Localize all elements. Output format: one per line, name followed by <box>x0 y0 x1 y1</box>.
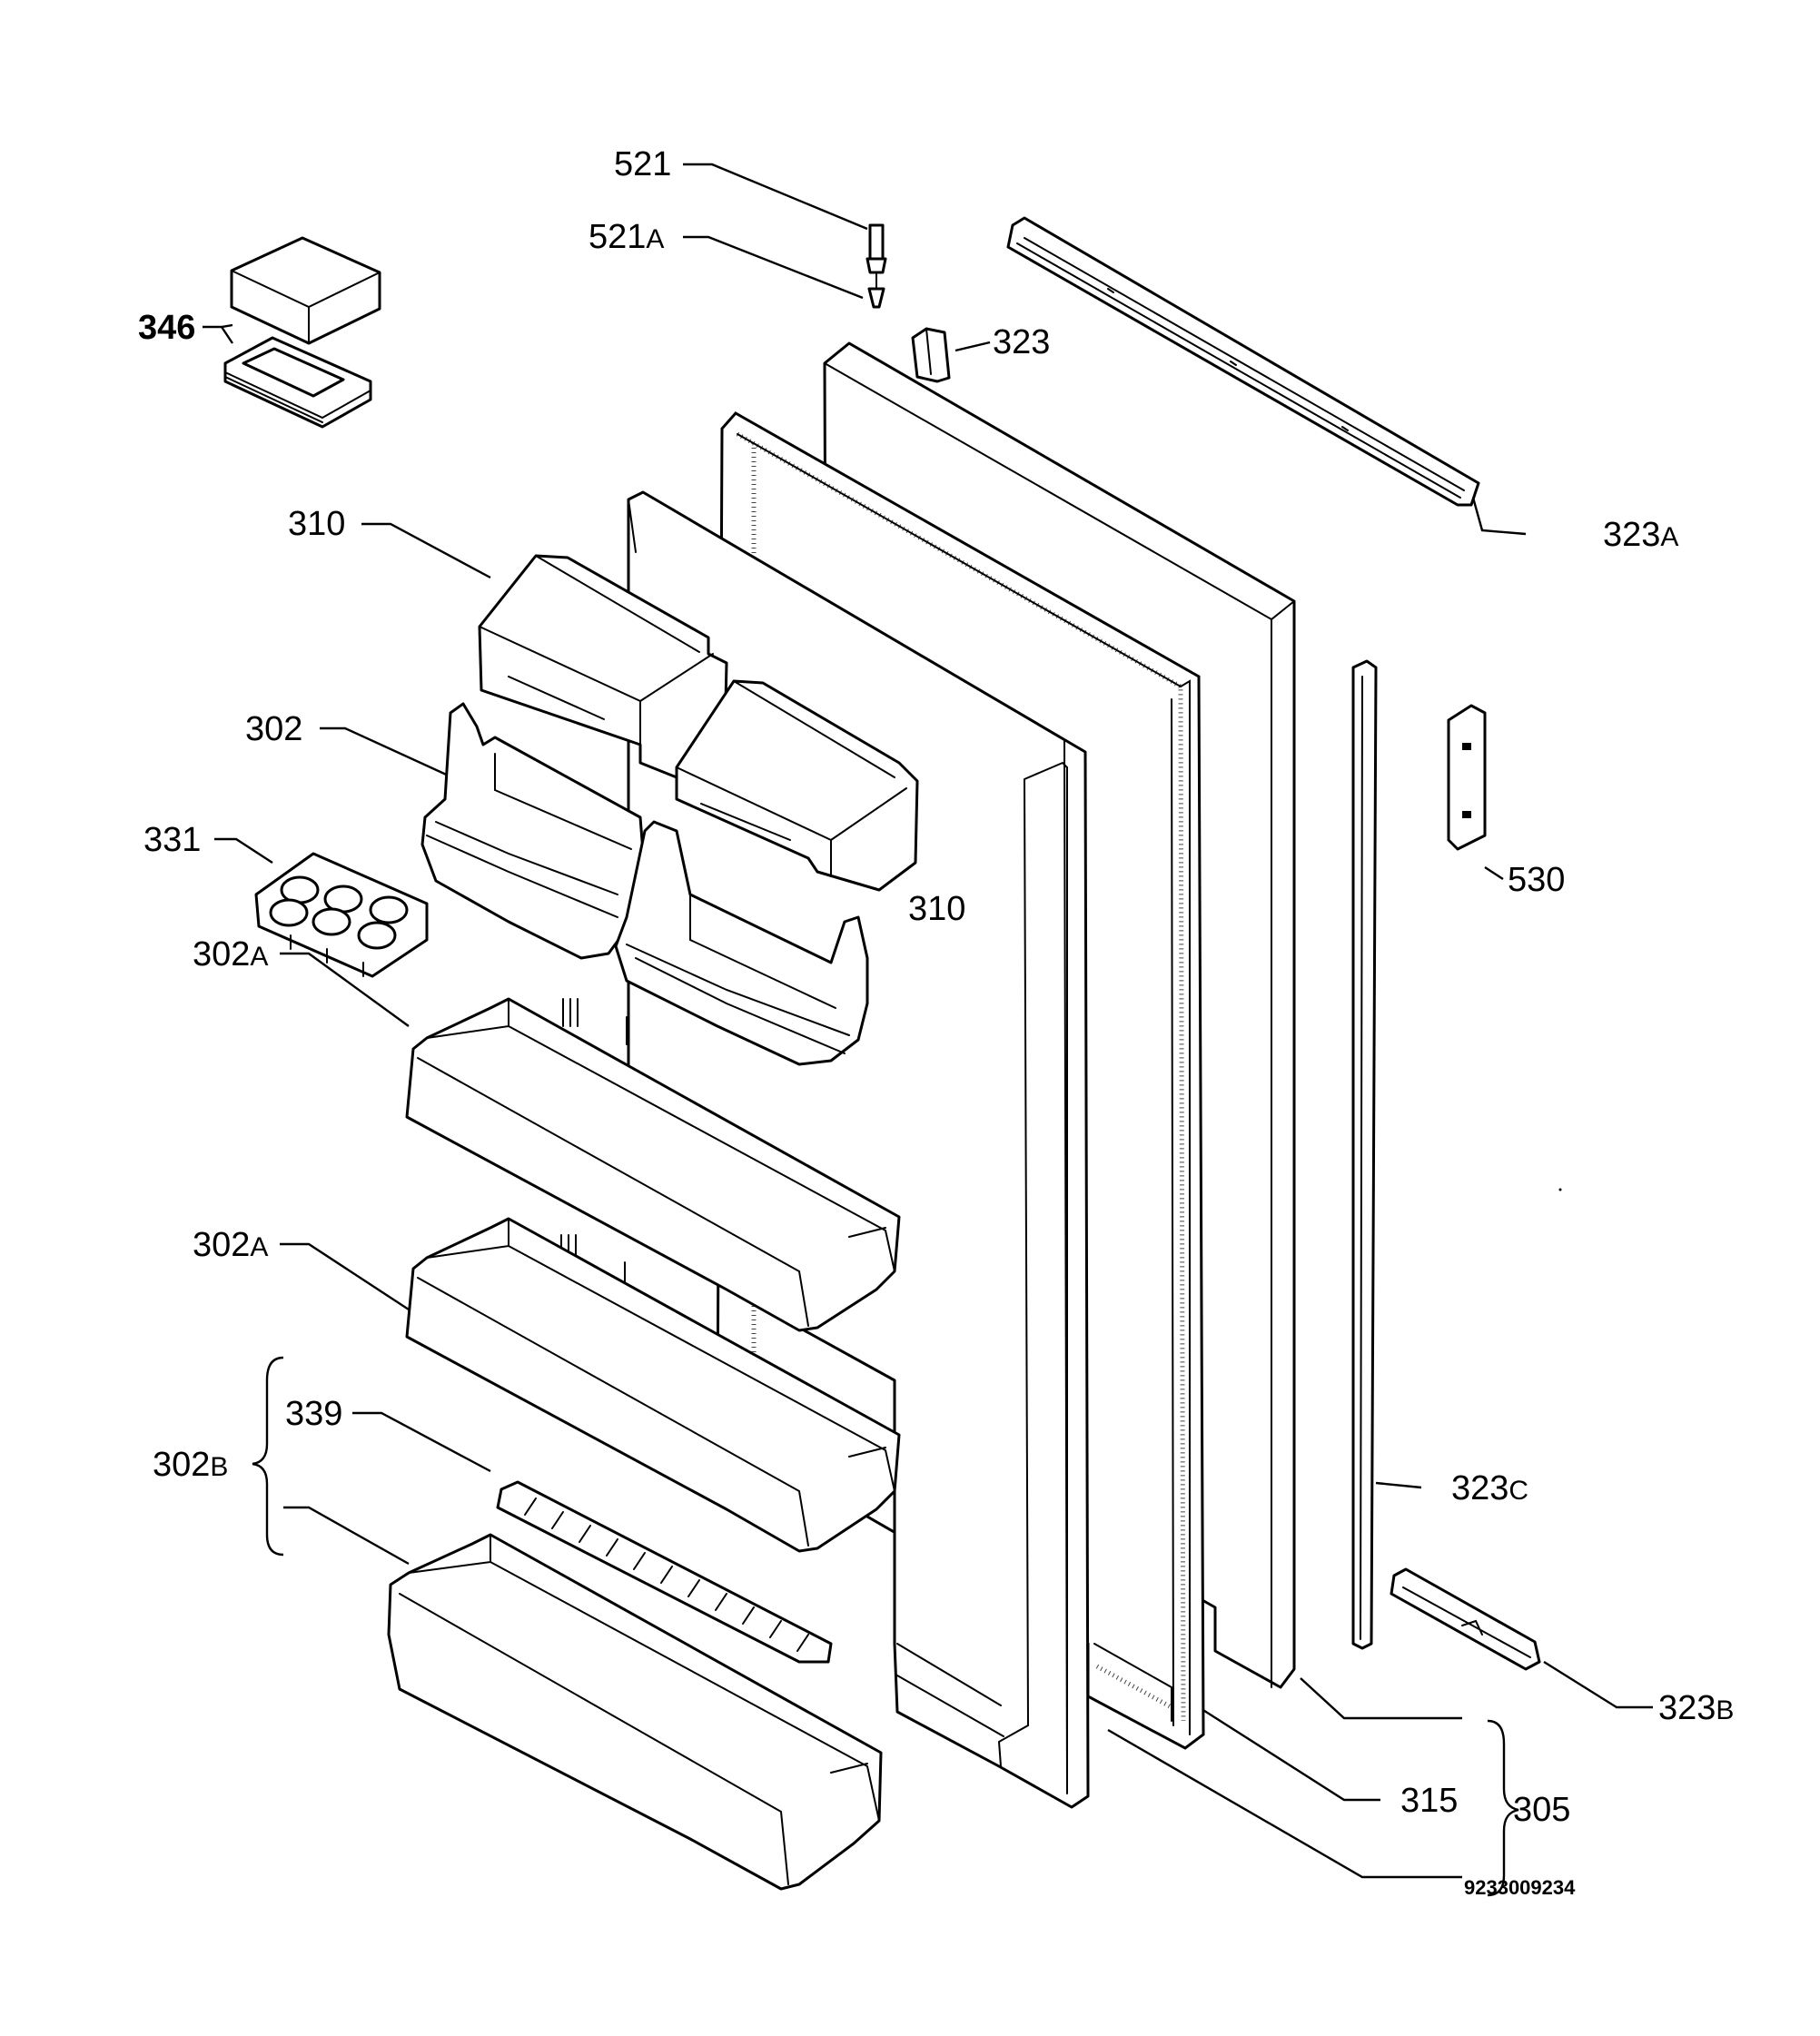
label-323B: 323B <box>1658 1689 1735 1727</box>
part-302B-bottom-bin <box>387 1533 883 1891</box>
label-346: 346 <box>138 309 196 347</box>
label-521A: 521A <box>589 218 665 256</box>
label-310-lower: 310 <box>908 890 966 928</box>
label-323: 323 <box>993 323 1051 361</box>
label-339: 339 <box>285 1395 343 1433</box>
part-323C-strip <box>1351 659 1378 1650</box>
document-number: 9233009234 <box>1464 1876 1576 1899</box>
part-331-egg-tray <box>254 852 429 978</box>
label-305: 305 <box>1513 1791 1571 1829</box>
part-323-bracket <box>911 327 951 383</box>
label-315: 315 <box>1400 1782 1459 1820</box>
label-302A-2: 302A <box>193 1226 269 1264</box>
part-530-hinge <box>1447 704 1487 851</box>
label-323A: 323A <box>1603 516 1679 554</box>
part-302A-long-shelf-1 <box>405 997 901 1332</box>
leader-lines <box>203 163 1653 1897</box>
label-302A-1: 302A <box>193 935 269 974</box>
stray-dot <box>1558 1188 1562 1191</box>
part-302A-long-shelf-2 <box>405 1217 901 1553</box>
part-521-pin <box>865 223 887 309</box>
part-302-small-shelf-right <box>614 820 869 1066</box>
label-530: 530 <box>1508 861 1566 899</box>
label-302B: 302B <box>153 1446 229 1484</box>
part-323A-top-rail <box>1006 216 1480 507</box>
label-310-upper: 310 <box>288 505 346 543</box>
label-323C: 323C <box>1451 1469 1529 1507</box>
label-302: 302 <box>245 710 303 748</box>
label-331: 331 <box>143 821 202 859</box>
part-346-cover-and-frame <box>223 236 381 429</box>
label-521: 521 <box>614 145 672 183</box>
part-310-dairy-box-right <box>675 679 919 892</box>
part-302-small-shelf-left <box>420 702 648 960</box>
part-323B-bottom-rail <box>1390 1567 1541 1671</box>
part-339-bottle-rack <box>496 1480 833 1664</box>
